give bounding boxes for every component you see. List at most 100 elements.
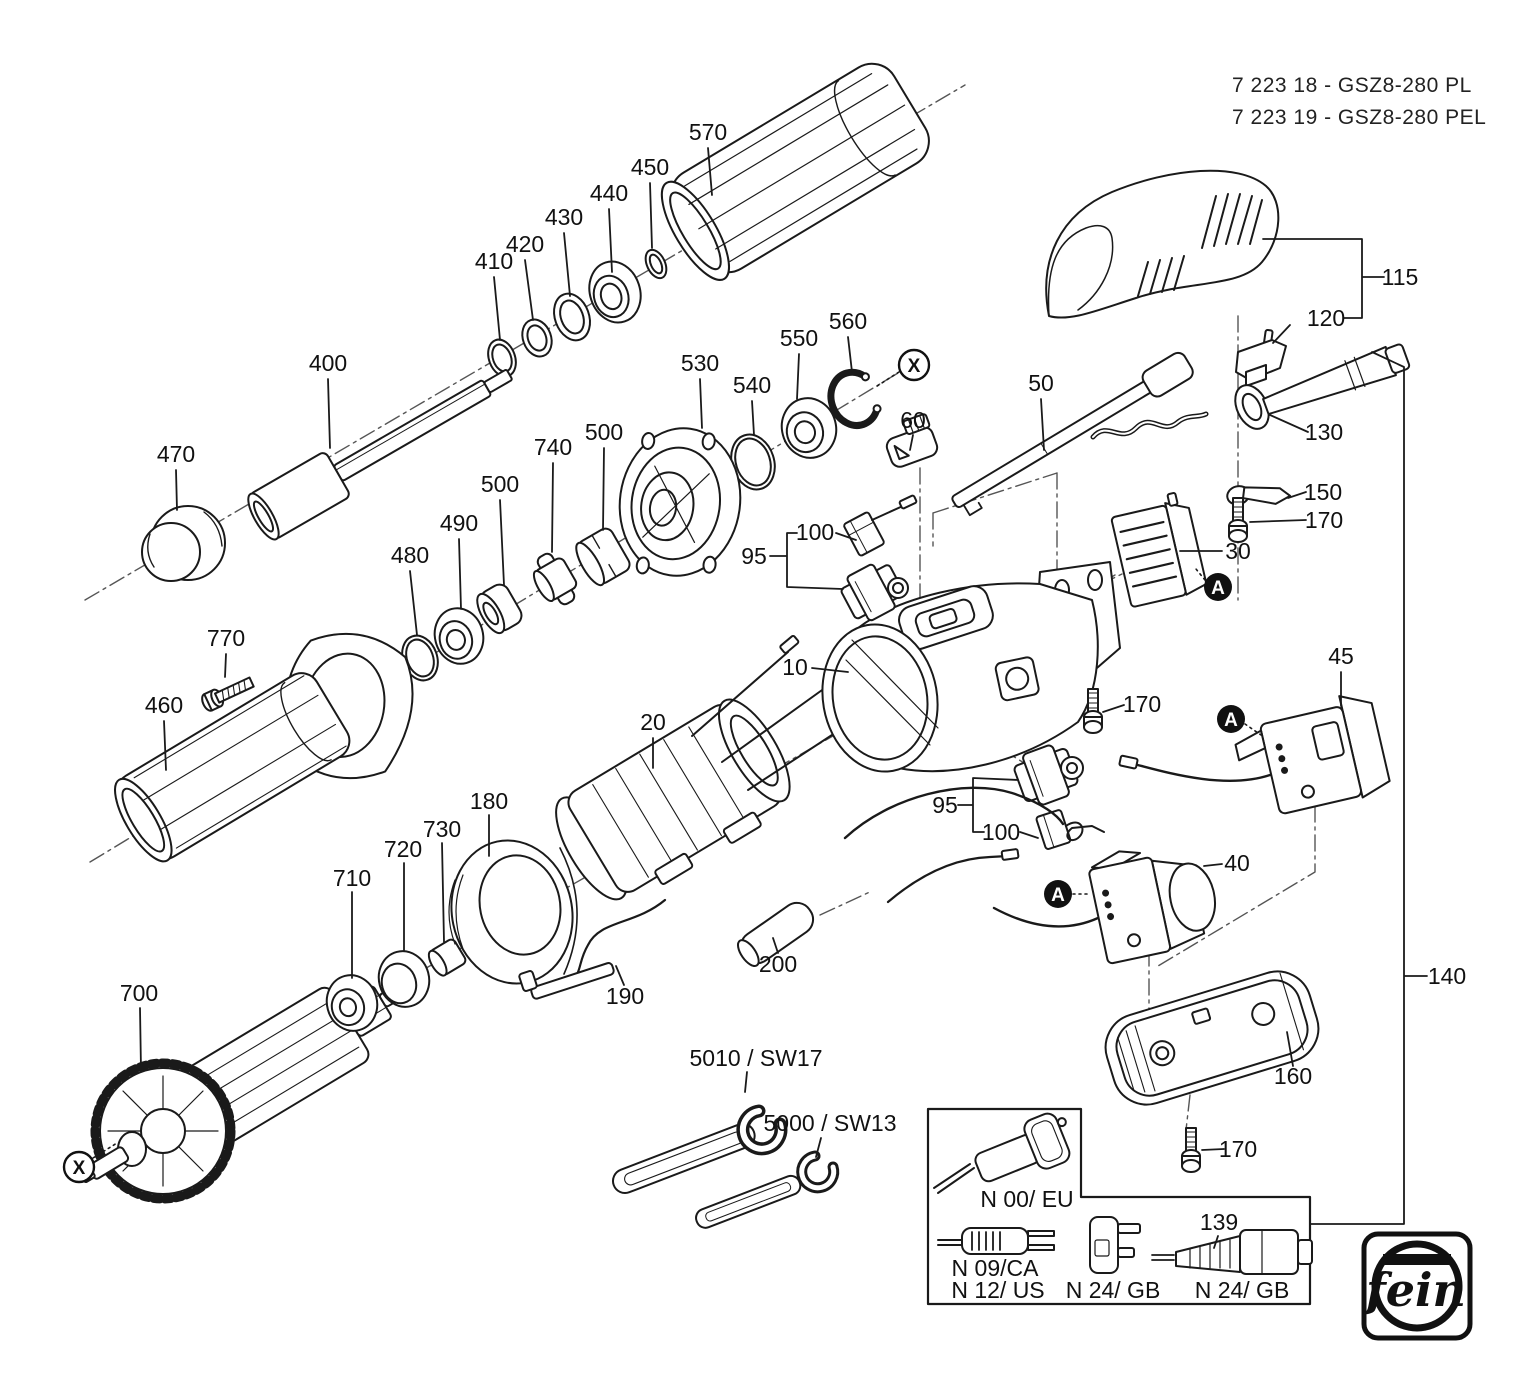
callout-5010: 5010 / SW17 bbox=[690, 1045, 823, 1071]
part-450-ring bbox=[644, 248, 668, 280]
callout-180: 180 bbox=[470, 788, 508, 814]
callout-150: 150 bbox=[1304, 479, 1342, 505]
part-120-clamp bbox=[1235, 328, 1287, 387]
part-130-cord bbox=[1090, 343, 1411, 440]
part-5010-wrench bbox=[612, 1104, 788, 1195]
callout-20: 20 bbox=[640, 709, 666, 735]
svg-text:A: A bbox=[1224, 710, 1238, 731]
part-139-cable-gland bbox=[1151, 1229, 1313, 1275]
part-410-ring bbox=[487, 338, 517, 378]
part-470-cap bbox=[141, 505, 226, 582]
wiring-harness bbox=[843, 786, 1065, 904]
part-180-cover-ring bbox=[448, 839, 578, 985]
part-400-spindle bbox=[247, 369, 513, 541]
callout-730: 730 bbox=[423, 816, 461, 842]
part-500-collar bbox=[476, 583, 523, 635]
part-95-brush-holder-upper bbox=[840, 563, 909, 622]
marker-leader-lines bbox=[92, 371, 1262, 1159]
part-plug-na bbox=[937, 1227, 1055, 1255]
callout-460: 460 bbox=[145, 692, 183, 718]
part-420-ring bbox=[521, 318, 553, 358]
callout-570: 570 bbox=[689, 119, 727, 145]
part-95-brush-holder-lower bbox=[1013, 744, 1084, 806]
callout-layer: 5704504404304204104004707704604804905007… bbox=[62, 119, 1466, 1303]
marker-x-top: X bbox=[897, 348, 931, 382]
callout-500a: 500 bbox=[481, 471, 519, 497]
callout-50: 50 bbox=[1028, 370, 1054, 396]
callout-500b: 500 bbox=[585, 419, 623, 445]
part-730-sleeve bbox=[427, 938, 467, 977]
callout-45: 45 bbox=[1328, 643, 1354, 669]
marker-x-bottom: X bbox=[62, 1150, 96, 1184]
callout-480: 480 bbox=[391, 542, 429, 568]
callout-130: 130 bbox=[1305, 419, 1343, 445]
callout-170m: 170 bbox=[1123, 691, 1161, 717]
callout-200: 200 bbox=[759, 951, 797, 977]
callout-490: 490 bbox=[440, 510, 478, 536]
part-530-bearing-flange bbox=[618, 427, 742, 577]
part-100-brush-upper bbox=[843, 494, 918, 557]
part-200-sleeve bbox=[736, 901, 815, 968]
callout-560: 560 bbox=[829, 308, 867, 334]
callout-400: 400 bbox=[309, 350, 347, 376]
callout-700: 700 bbox=[120, 980, 158, 1006]
callout-n09: N 09/CA bbox=[952, 1255, 1040, 1281]
callout-410: 410 bbox=[475, 248, 513, 274]
fein-logo-text: fein bbox=[1363, 1263, 1466, 1317]
fein-logo: fein bbox=[1361, 1231, 1473, 1341]
callout-190: 190 bbox=[606, 983, 644, 1009]
part-770-screw bbox=[201, 676, 255, 712]
part-30-module bbox=[1110, 492, 1208, 608]
part-170-screw-mid bbox=[1083, 688, 1103, 734]
callout-100l: 100 bbox=[982, 819, 1020, 845]
part-plug-eu bbox=[933, 1112, 1071, 1194]
callout-95u: 95 bbox=[741, 543, 767, 569]
callout-470: 470 bbox=[157, 441, 195, 467]
plug-variants-box bbox=[926, 1107, 1313, 1306]
part-430-ring bbox=[553, 292, 591, 342]
part-160-shell bbox=[1104, 970, 1320, 1106]
callout-30: 30 bbox=[1225, 538, 1251, 564]
part-60-switch-knob bbox=[885, 413, 939, 468]
part-115-cover bbox=[1045, 169, 1280, 319]
part-45-module bbox=[1118, 695, 1391, 815]
callout-160: 160 bbox=[1274, 1063, 1312, 1089]
part-100-brush-lower bbox=[1035, 809, 1105, 850]
part-5000-wrench bbox=[695, 1150, 840, 1229]
doc-title-line2: 7 223 19 - GSZ8-280 PEL bbox=[1232, 106, 1486, 129]
part-170-screw-bottom bbox=[1181, 1127, 1201, 1173]
svg-text:X: X bbox=[908, 356, 921, 377]
callout-740: 740 bbox=[534, 434, 572, 460]
callout-430: 430 bbox=[545, 204, 583, 230]
callout-n12: N 12/ US bbox=[951, 1277, 1044, 1303]
marker-a-30: A bbox=[1204, 573, 1232, 601]
callout-450: 450 bbox=[631, 154, 669, 180]
callout-10: 10 bbox=[782, 654, 808, 680]
part-440-bearing bbox=[588, 260, 642, 324]
callout-n24r: N 24/ GB bbox=[1195, 1277, 1290, 1303]
callout-139: 139 bbox=[1200, 1209, 1238, 1235]
callout-170tr: 170 bbox=[1305, 507, 1343, 533]
part-560-circlip bbox=[827, 368, 882, 429]
callout-170b: 170 bbox=[1219, 1136, 1257, 1162]
svg-text:X: X bbox=[73, 1158, 86, 1179]
callout-550: 550 bbox=[780, 325, 818, 351]
callout-710: 710 bbox=[333, 865, 371, 891]
callout-60: 60 bbox=[900, 407, 926, 433]
doc-title-line1: 7 223 18 - GSZ8-280 PL bbox=[1232, 74, 1472, 97]
svg-text:A: A bbox=[1211, 578, 1225, 599]
callout-115: 115 bbox=[1382, 264, 1419, 290]
part-570-grip-sleeve bbox=[660, 62, 930, 281]
part-550-bearing bbox=[780, 397, 838, 459]
callout-n24c: N 24/ GB bbox=[1066, 1277, 1161, 1303]
callout-530: 530 bbox=[681, 350, 719, 376]
callout-40: 40 bbox=[1224, 850, 1250, 876]
part-170-screw-top bbox=[1228, 497, 1248, 543]
callout-540: 540 bbox=[733, 372, 771, 398]
part-plug-gb bbox=[1089, 1216, 1141, 1274]
callout-95l: 95 bbox=[932, 792, 958, 818]
callout-5000: 5000 / SW13 bbox=[764, 1110, 897, 1136]
part-740-coupling bbox=[532, 552, 578, 606]
